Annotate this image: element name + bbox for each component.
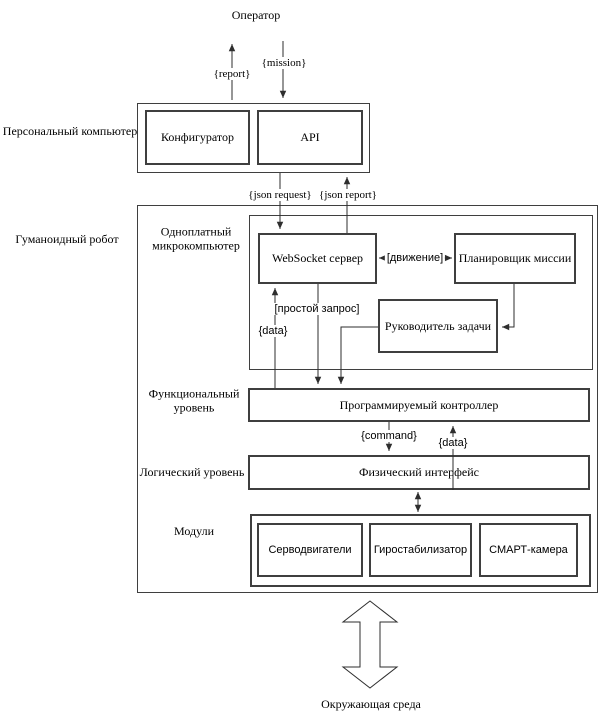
api-box: API <box>257 110 363 165</box>
smart-camera-box: СМАРТ-камера <box>479 523 578 577</box>
data-to-server-edge-label: {data} <box>256 325 290 337</box>
json-request-edge-label: {json request} <box>246 189 314 201</box>
pc-label: Персональный компьютер <box>2 123 138 138</box>
mission-planner-box: Планировщик миссии <box>454 233 576 284</box>
logical-level-label: Логический уровень <box>139 464 245 479</box>
operator-label: Оператор <box>231 7 281 22</box>
websocket-server-box: WebSocket сервер <box>258 233 377 284</box>
mission-edge-label: {mission} <box>259 57 309 69</box>
controller-box: Программируемый контроллер <box>248 388 590 422</box>
servo-motors-box: Серводвигатели <box>257 523 363 577</box>
microcomputer-label: Одноплатный микрокомпьютер <box>152 224 240 253</box>
functional-level-label: Функциональный уровень <box>148 386 240 415</box>
simple-request-edge-label: [простой запрос] <box>272 303 362 315</box>
modules-label: Модули <box>173 523 215 538</box>
task-manager-box: Руководитель задачи <box>378 299 498 353</box>
data-from-interface-edge-label: {data} <box>436 437 470 449</box>
environment-label: Окружающая среда <box>321 696 421 711</box>
report-edge-label: {report} <box>211 68 253 80</box>
movement-edge-label: [движение] <box>384 252 446 264</box>
robot-label: Гуманоидный робот <box>15 231 119 246</box>
json-report-edge-label: {json report} <box>317 189 379 201</box>
gyrostabilizer-box: Гиростабилизатор <box>369 523 472 577</box>
command-edge-label: {command} <box>359 430 419 442</box>
configurator-box: Конфигуратор <box>145 110 250 165</box>
physical-interface-box: Физический интерфейс <box>248 455 590 490</box>
environment-double-arrow <box>341 600 399 689</box>
